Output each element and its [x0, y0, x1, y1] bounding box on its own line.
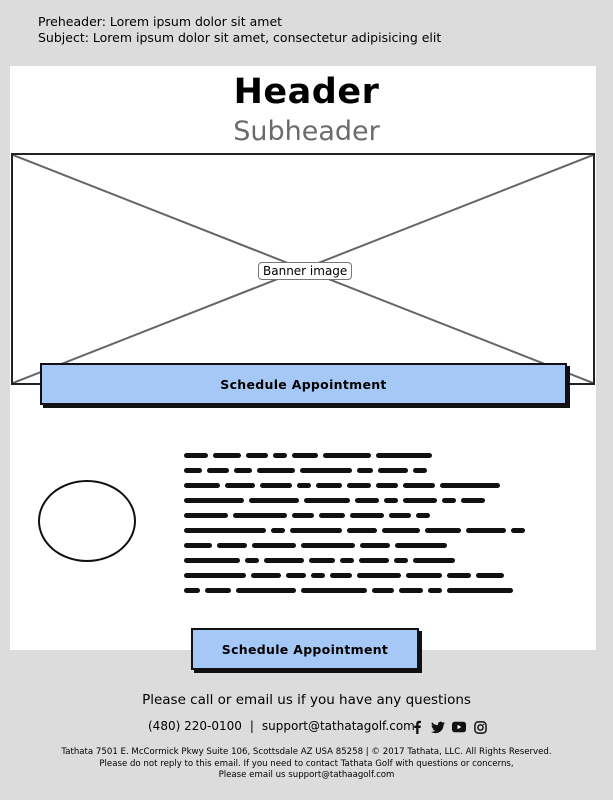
social-links: [410, 720, 487, 734]
email-meta: Preheader: Lorem ipsum dolor sit amet Su…: [38, 14, 441, 46]
subject-text: Subject: Lorem ipsum dolor sit amet, con…: [38, 30, 442, 45]
footer-legal: Tathata 7501 E. McCormick Pkwy Suite 106…: [0, 747, 613, 782]
footer-question: Please call or email us if you have any …: [142, 692, 471, 708]
contact-separator: |: [249, 719, 254, 733]
youtube-icon[interactable]: [452, 720, 466, 734]
legal-line-email: Please email us support@tathaagolf.com: [218, 770, 395, 780]
page-subtitle: Subheader: [233, 116, 380, 147]
page-title: Header: [233, 72, 380, 112]
legal-line-noreply: Please do not reply to this email. If yo…: [99, 758, 514, 769]
legal-line-address: Tathata 7501 E. McCormick Pkwy Suite 106…: [61, 747, 552, 757]
instagram-icon[interactable]: [473, 720, 487, 734]
schedule-appointment-button[interactable]: Schedule Appointment: [40, 363, 567, 405]
email-link[interactable]: support@tathatagolf.com: [261, 719, 415, 733]
footer-contact: (480) 220-0100 | support@tathatagolf.com: [148, 719, 415, 733]
schedule-appointment-button-secondary[interactable]: Schedule Appointment: [191, 628, 419, 670]
banner-image-label: Banner image: [258, 262, 353, 280]
image-placeholder-circle: [38, 480, 136, 562]
phone-link[interactable]: (480) 220-0100: [148, 719, 242, 733]
body-text-scribble: [184, 453, 525, 593]
twitter-icon[interactable]: [431, 720, 445, 734]
facebook-icon[interactable]: [410, 720, 424, 734]
preheader-text: Preheader: Lorem ipsum dolor sit amet: [38, 14, 283, 29]
